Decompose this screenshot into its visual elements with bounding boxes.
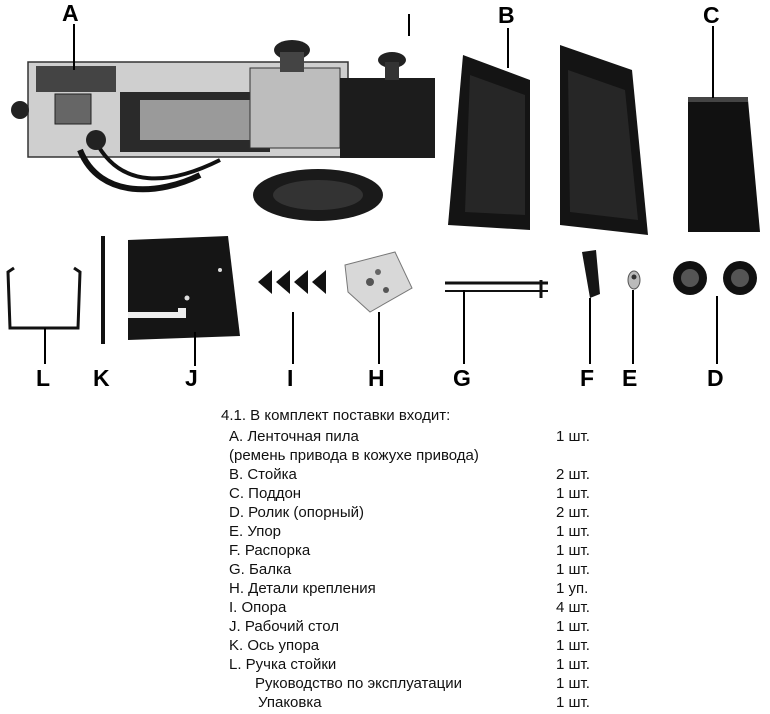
list-item-name: Руководство по эксплуатации (255, 675, 462, 692)
leader-line-d (716, 296, 718, 364)
fasteners-bag-drawing (344, 251, 413, 313)
label-c: C (703, 2, 720, 28)
list-item-qty: 1 шт. (556, 694, 590, 711)
list-item-qty: 4 шт. (556, 599, 590, 616)
support-drawing (258, 270, 326, 294)
list-item-qty: 1 шт. (556, 675, 590, 692)
tray-drawing (688, 97, 760, 232)
stand-drawing (448, 45, 648, 235)
roller-drawing (673, 261, 757, 295)
leader-line-h (378, 312, 380, 364)
label-i: I (287, 365, 294, 391)
label-f: F (580, 365, 595, 391)
list-item-qty: 1 шт. (556, 656, 590, 673)
label-k: K (93, 365, 110, 391)
list-heading: 4.1. В комплект поставки входит: (221, 407, 451, 424)
label-l: L (36, 365, 51, 391)
list-item-name: L. Ручка стойки (229, 656, 337, 673)
spacer-drawing (582, 250, 600, 298)
parts-illustration (6, 40, 760, 344)
list-item-qty: 1 шт. (556, 523, 590, 540)
leader-line-c (712, 26, 714, 98)
label-a: A (62, 0, 79, 26)
list-item-qty: 1 шт. (556, 542, 590, 559)
leader-line-e (632, 290, 634, 364)
band-saw-drawing (11, 40, 435, 221)
work-table-drawing (128, 236, 240, 340)
leader-line-b (507, 28, 509, 68)
list-item-name: I. Опора (229, 599, 287, 616)
list-item-name: D. Ролик (опорный) (229, 504, 364, 521)
leader-line-g (463, 290, 465, 364)
axis-rod-drawing (101, 236, 105, 344)
list-item-name: H. Детали крепления (229, 580, 376, 597)
beam-drawing (445, 280, 548, 298)
leader-line-f (589, 298, 591, 364)
list-item-name: B. Стойка (229, 466, 297, 483)
list-item-name: K. Ось упора (229, 637, 320, 654)
leader-line-j (194, 332, 196, 366)
stop-drawing (627, 270, 641, 290)
list-item-name: C. Поддон (229, 485, 302, 502)
list-item-qty: 1 шт. (556, 561, 590, 578)
list-item-qty: 2 шт. (556, 504, 590, 521)
list-item-qty: 1 шт. (556, 637, 590, 654)
list-item-qty: 1 шт. (556, 618, 590, 635)
list-item-name: J. Рабочий стол (229, 618, 339, 635)
list-item-qty: 1 уп. (556, 580, 589, 597)
label-j: J (185, 365, 198, 391)
label-d: D (707, 365, 724, 391)
list-item-qty: 2 шт. (556, 466, 590, 483)
label-e: E (622, 365, 638, 391)
list-item-name: G. Балка (229, 561, 292, 578)
label-b: B (498, 2, 515, 28)
leader-line-i (292, 312, 294, 364)
divider-line (408, 14, 410, 36)
list-item-name: F. Распорка (229, 542, 311, 559)
parts-figure: A B C L K J I H G F E D (6, 0, 760, 391)
list-item-name: (ремень привода в кожухе привода) (229, 447, 479, 464)
list-item-qty: 1 шт. (556, 428, 590, 445)
list-item-name: A. Ленточная пила (229, 428, 359, 445)
label-h: H (368, 365, 385, 391)
list-item-qty: 1 шт. (556, 485, 590, 502)
leader-line-a (73, 24, 75, 70)
list-item-name: Упаковка (258, 694, 322, 711)
list-item-name: E. Упор (229, 523, 282, 540)
label-g: G (453, 365, 471, 391)
leader-line-l (44, 328, 46, 364)
